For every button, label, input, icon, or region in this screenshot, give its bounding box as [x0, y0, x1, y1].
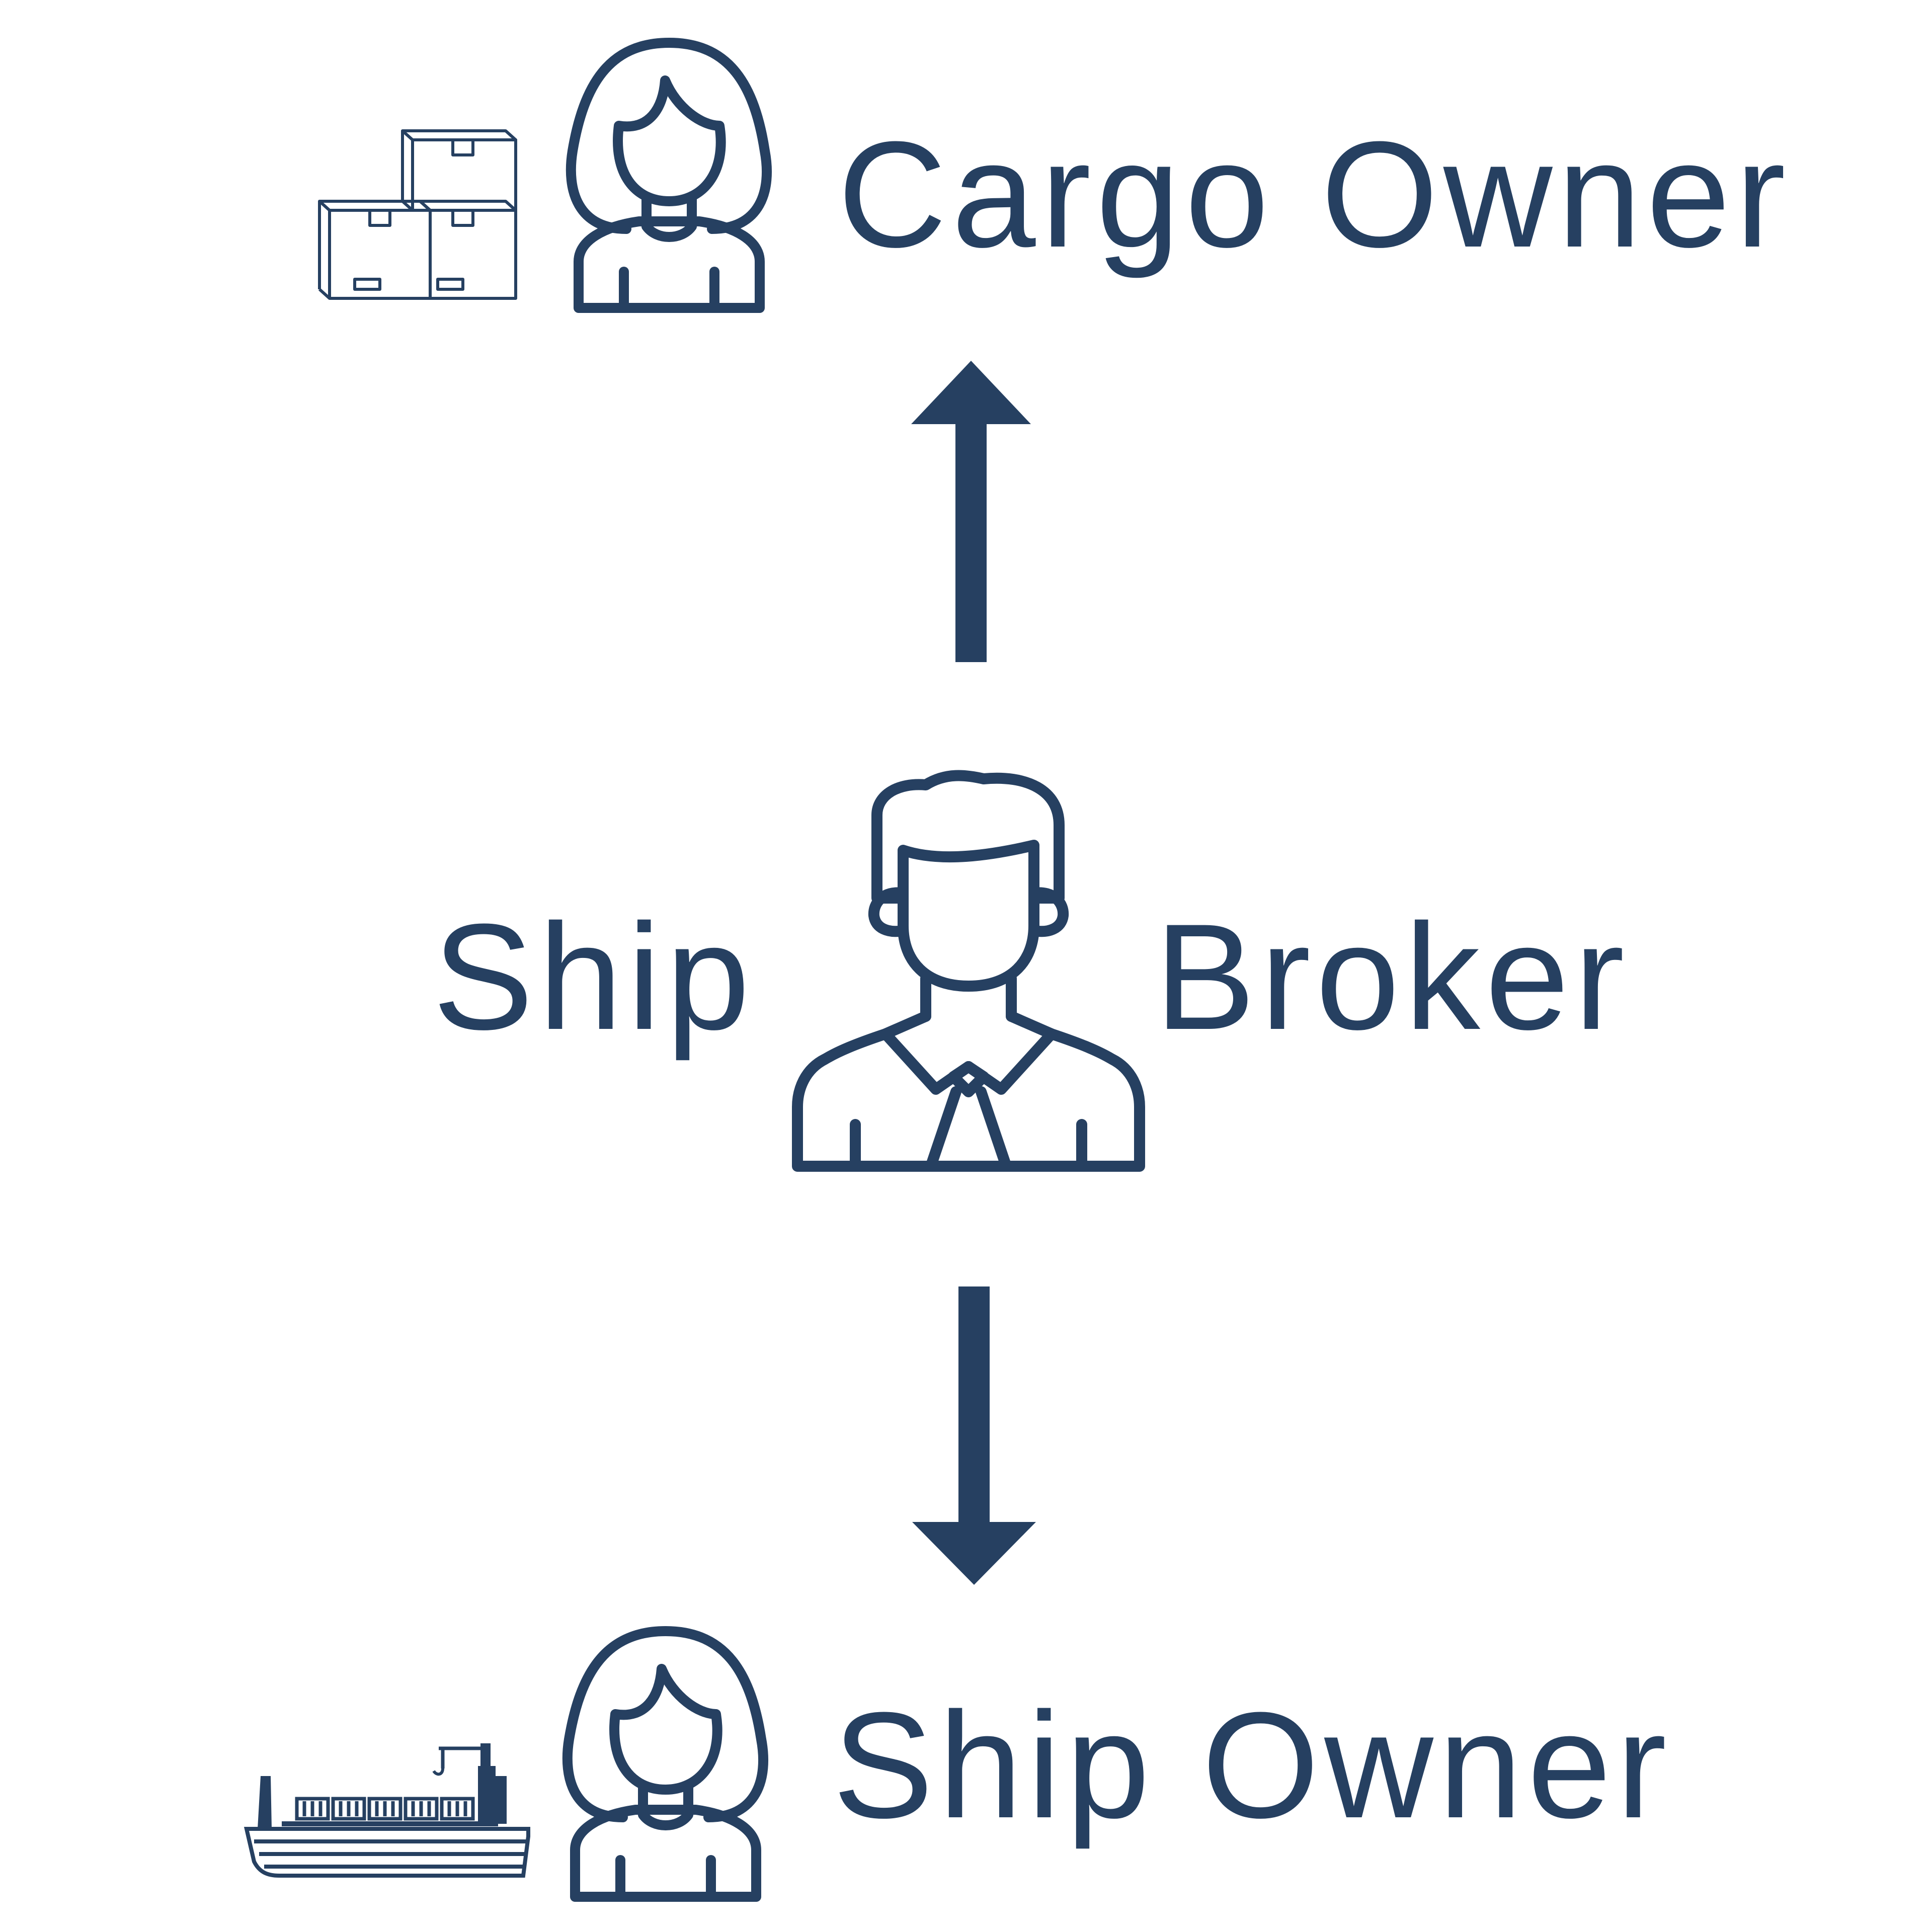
arrow-up-to-cargo-owner	[911, 361, 1031, 662]
ship-broker-label-right: Broker	[1155, 892, 1630, 1061]
arrow-down-to-ship-owner	[912, 1286, 1036, 1585]
cargo-owner-node: Cargo Owner	[318, 38, 1791, 313]
businessman-person-icon	[792, 770, 1145, 1172]
ship-broker-label-left: Ship	[433, 892, 755, 1062]
ship-owner-label: Ship Owner	[833, 1680, 1671, 1850]
ship-owner-node: Ship Owner	[244, 1626, 1671, 1902]
cargo-owner-label: Cargo Owner	[838, 110, 1791, 280]
cardboard-boxes-icon	[318, 129, 517, 300]
ship-broker-node: Ship Broker	[433, 770, 1630, 1172]
woman-person-icon	[566, 38, 772, 313]
container-ship-icon	[244, 1743, 530, 1878]
woman-person-icon	[562, 1626, 769, 1902]
